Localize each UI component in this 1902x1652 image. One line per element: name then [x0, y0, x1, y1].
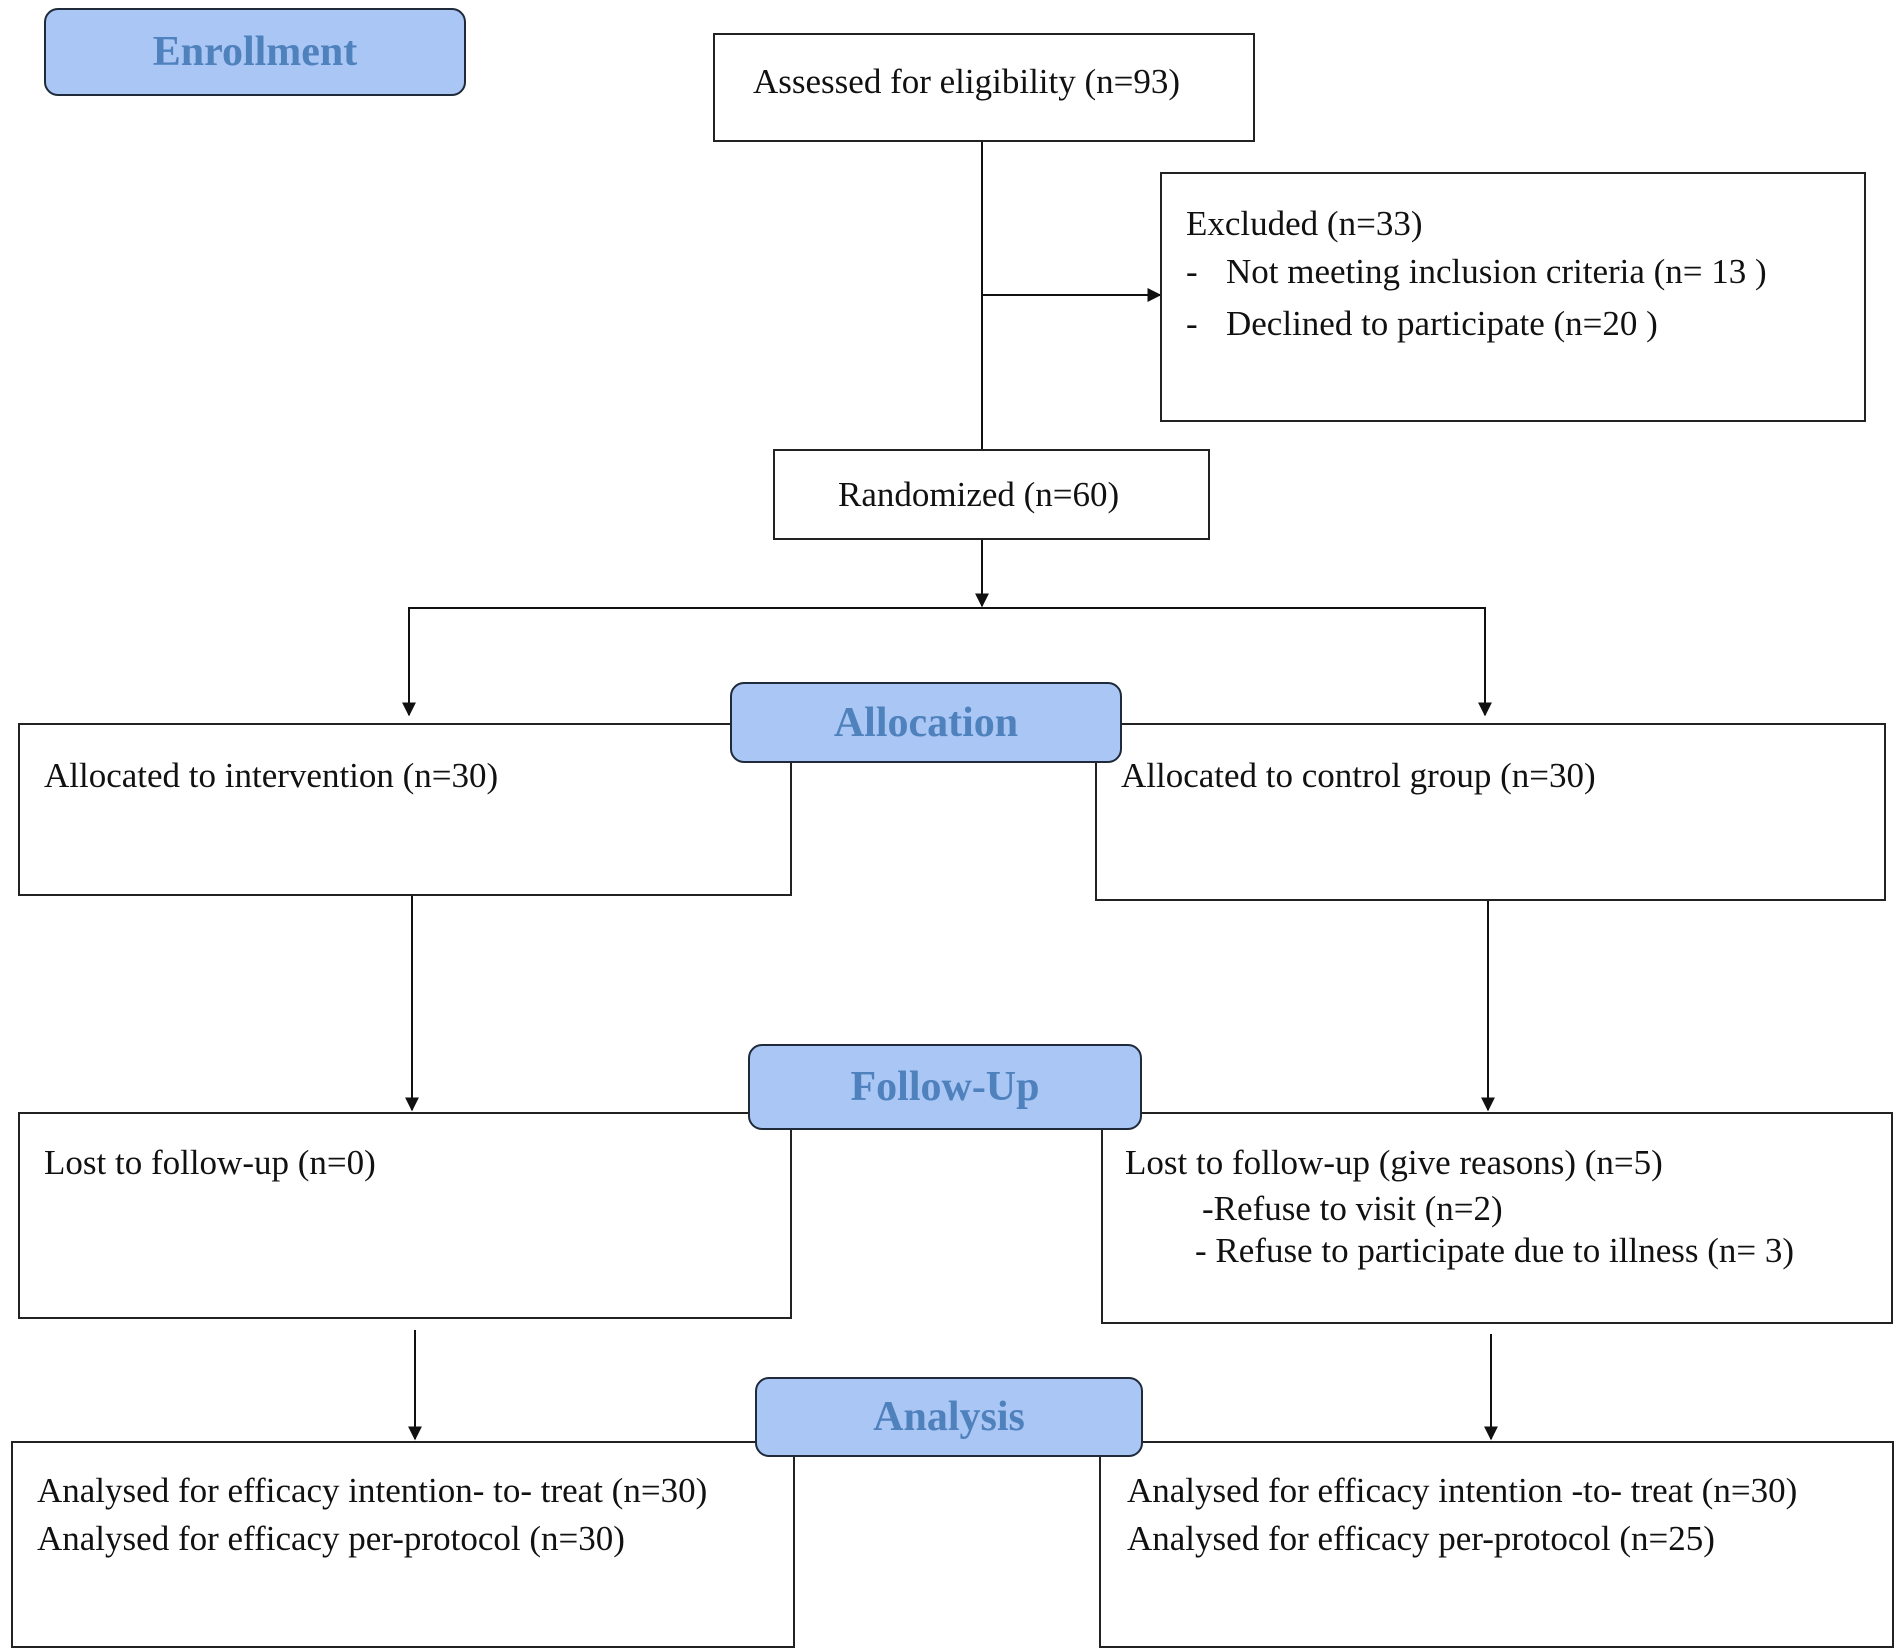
followup-control-box: Lost to follow-up (give reasons) (n=5) -…	[1101, 1112, 1893, 1324]
excluded-item: -Declined to participate (n=20 )	[1186, 300, 1864, 348]
connector-split-left	[402, 607, 982, 717]
followup-control-title: Lost to follow-up (give reasons) (n=5)	[1125, 1143, 1663, 1182]
stage-label-text: Allocation	[833, 699, 1019, 746]
stage-label-text: Analysis	[873, 1394, 1025, 1440]
stage-label-allocation: Allocation	[730, 682, 1122, 763]
excluded-box: Excluded (n=33) -Not meeting inclusion c…	[1160, 172, 1866, 422]
stage-label-text: Follow-Up	[850, 1064, 1040, 1110]
excluded-item-text: Declined to participate (n=20 )	[1226, 304, 1658, 343]
allocation-intervention-box: Allocated to intervention (n=30)	[18, 723, 792, 896]
stage-label-enrollment: Enrollment	[44, 8, 466, 96]
analysis-intervention-box: Analysed for efficacy intention- to- tre…	[11, 1441, 795, 1648]
allocation-control-text: Allocated to control group (n=30)	[1121, 756, 1596, 795]
followup-control-reason: - Refuse to participate due to illness (…	[1195, 1231, 1795, 1270]
bullet: -	[1186, 304, 1198, 343]
randomized-box: Randomized (n=60)	[773, 449, 1210, 540]
followup-control-reason: -Refuse to visit (n=2)	[1202, 1189, 1503, 1228]
analysis-control-itt: Analysed for efficacy intention -to- tre…	[1127, 1471, 1798, 1510]
excluded-item-text: Not meeting inclusion criteria (n= 13 )	[1226, 252, 1767, 291]
connector-split-right	[982, 607, 1492, 717]
followup-intervention-text: Lost to follow-up (n=0)	[44, 1143, 376, 1182]
bullet: -	[1186, 252, 1198, 291]
analysis-intervention-itt: Analysed for efficacy intention- to- tre…	[37, 1471, 708, 1510]
analysis-control-box: Analysed for efficacy intention -to- tre…	[1099, 1441, 1894, 1648]
assessed-text: Assessed for eligibility (n=93)	[753, 62, 1181, 101]
excluded-title: Excluded (n=33)	[1186, 204, 1423, 243]
assessed-box: Assessed for eligibility (n=93)	[713, 33, 1255, 142]
analysis-intervention-pp: Analysed for efficacy per-protocol (n=30…	[37, 1519, 625, 1558]
stage-label-analysis: Analysis	[755, 1377, 1143, 1457]
followup-intervention-box: Lost to follow-up (n=0)	[18, 1112, 792, 1319]
excluded-item: -Not meeting inclusion criteria (n= 13 )	[1186, 248, 1864, 296]
allocation-control-box: Allocated to control group (n=30)	[1095, 723, 1886, 901]
stage-label-text: Enrollment	[152, 29, 358, 75]
randomized-text: Randomized (n=60)	[838, 475, 1120, 514]
analysis-control-pp: Analysed for efficacy per-protocol (n=25…	[1127, 1519, 1715, 1558]
allocation-intervention-text: Allocated to intervention (n=30)	[44, 756, 499, 795]
stage-label-follow-up: Follow-Up	[748, 1044, 1142, 1130]
